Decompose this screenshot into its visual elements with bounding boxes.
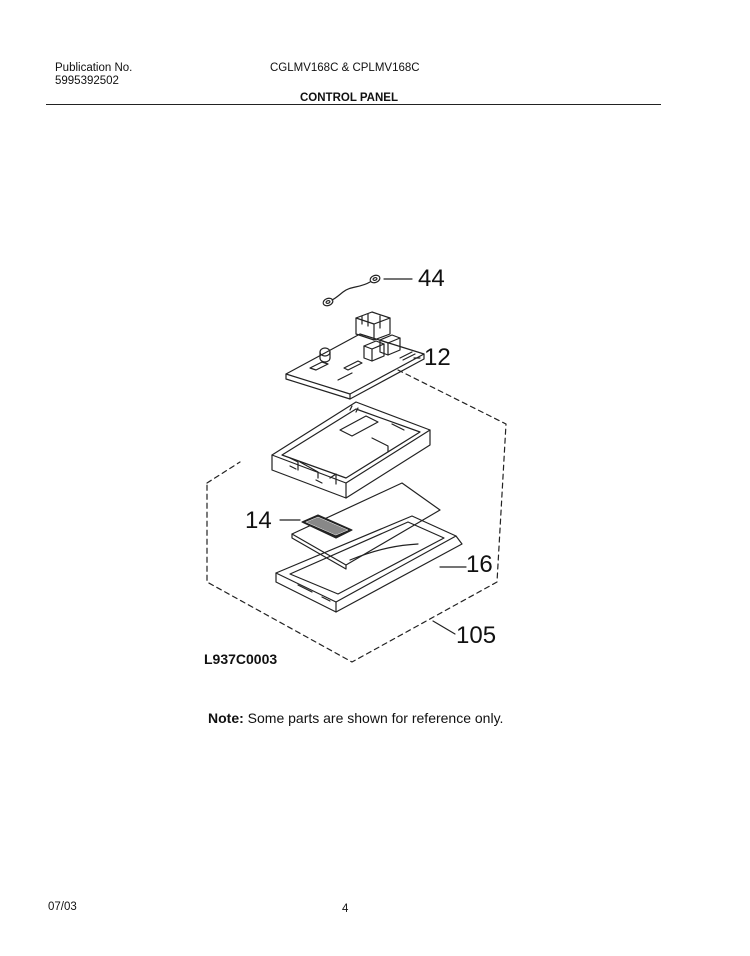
callout-12: 12 (424, 344, 451, 371)
figure-id: L937C0003 (204, 651, 278, 667)
membrane-sheet (291, 482, 441, 570)
part-16-faceplate (275, 515, 467, 613)
part-44-wire-harness (322, 274, 413, 307)
note-text: Some parts are shown for reference only. (247, 710, 504, 726)
part-14-keypad (279, 514, 353, 539)
assembly-boundary-segment (206, 461, 241, 484)
callout-44: 44 (418, 265, 445, 292)
part-12-control-board (285, 311, 425, 400)
header-rule (46, 104, 661, 105)
assembly-105-boundary (206, 369, 507, 663)
model-numbers: CGLMV168C & CPLMV168C (270, 62, 420, 74)
callout-105: 105 (456, 622, 497, 649)
publication-number: 5995392502 (55, 75, 119, 87)
callout-16: 16 (466, 551, 493, 578)
note-label: Note: (208, 710, 244, 726)
footer-date: 07/03 (48, 901, 77, 913)
publication-label: Publication No. (55, 62, 133, 74)
section-title: CONTROL PANEL (300, 92, 398, 104)
callout-14: 14 (245, 507, 272, 534)
leader-105 (432, 620, 456, 635)
control-panel-housing (271, 401, 431, 499)
page-number: 4 (342, 903, 349, 915)
reference-note: Note: Some parts are shown for reference… (208, 710, 503, 726)
